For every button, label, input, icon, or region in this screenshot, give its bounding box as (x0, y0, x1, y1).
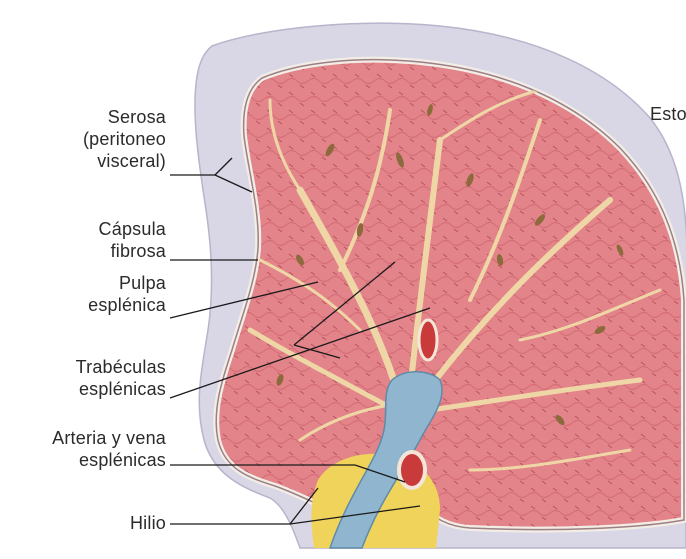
label-serosa: Serosa (peritoneo visceral) (83, 106, 166, 172)
label-capsula-fibrosa: Cápsula fibrosa (99, 218, 166, 262)
artery-section-lower (399, 452, 425, 488)
label-arteria-vena-esplenicas: Arteria y vena esplénicas (52, 427, 166, 471)
artery-section-upper (419, 320, 437, 360)
label-estomago-cropped: Esto (650, 103, 686, 125)
label-hilio: Hilio (130, 512, 166, 534)
label-trabeculas-esplenicas: Trabéculas esplénicas (76, 356, 166, 400)
label-pulpa-esplenica: Pulpa esplénica (88, 272, 166, 316)
